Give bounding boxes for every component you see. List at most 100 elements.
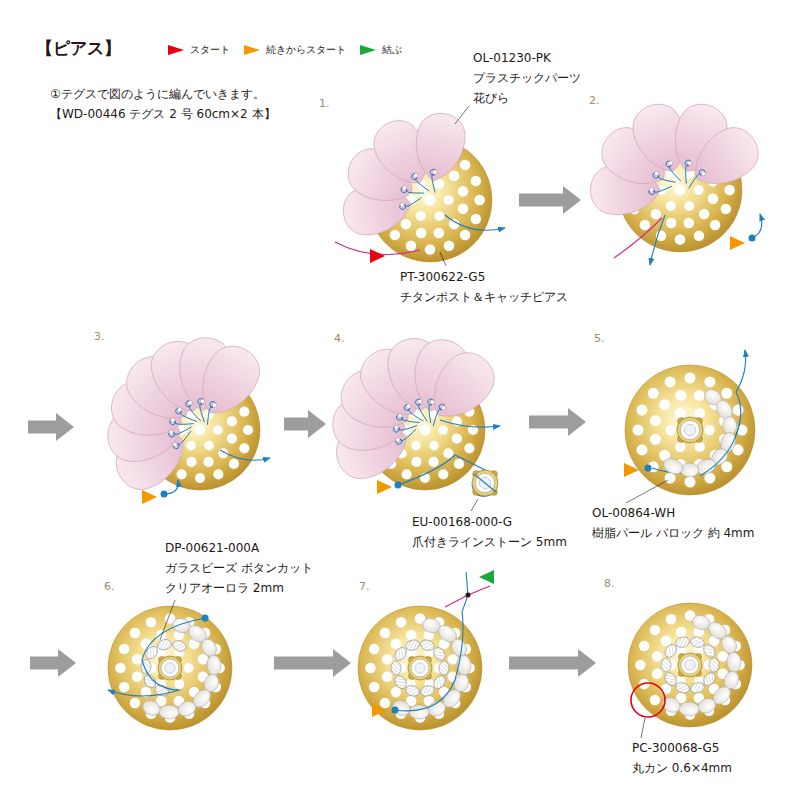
glass-bead (142, 673, 158, 690)
disk-hole (369, 644, 380, 655)
thread (614, 218, 662, 258)
part-label: 樹脂パール バロック 約 4mm (592, 526, 754, 540)
disk-hole (684, 218, 695, 229)
glass-bead-row (661, 635, 719, 694)
disk-hole (177, 469, 187, 479)
thread (685, 160, 690, 184)
thread (445, 586, 490, 607)
disk-hole (438, 469, 448, 479)
disk-hole (434, 211, 444, 221)
start-flag (730, 236, 745, 250)
crystal (681, 656, 699, 674)
glass-bead (661, 658, 671, 672)
knot-dot (202, 615, 209, 622)
crystal (411, 659, 429, 677)
instruction-note: 【WD-00446 テグス 2 号 60cm×2 本】 (50, 107, 276, 121)
disk-hole (733, 405, 744, 416)
pearl (176, 699, 198, 719)
glass-bead (392, 674, 408, 691)
disk-hole (411, 457, 421, 467)
disk-hole (652, 669, 663, 680)
leader-line (455, 106, 469, 124)
disk-hole (146, 617, 157, 628)
disk-hole (710, 220, 721, 231)
disk-hole (425, 244, 436, 255)
leader-line (160, 600, 175, 640)
disk-hole (380, 698, 391, 709)
pearl (679, 702, 699, 716)
disk-hole (708, 194, 719, 205)
thread (395, 572, 468, 711)
disk-hole (721, 204, 732, 215)
rhinestone (677, 417, 703, 443)
disk-hole (438, 425, 448, 435)
knot-dot (395, 482, 402, 489)
flow-arrow (28, 421, 56, 434)
glass-bead (391, 661, 401, 675)
disk-hole (132, 654, 143, 665)
disk-hole (640, 220, 651, 231)
thread (170, 419, 194, 424)
step-number: 3. (94, 330, 105, 343)
knot-dot (645, 465, 652, 472)
rhinestone (158, 656, 182, 680)
disk-hole (195, 473, 205, 483)
disk-hole (401, 219, 412, 230)
petal-hole (394, 425, 398, 429)
glass-bead (701, 642, 717, 659)
disk-hole (416, 211, 426, 221)
step-figure: 8. (600, 575, 765, 735)
thread (428, 399, 433, 423)
disk-hole (382, 672, 393, 683)
disk-hole (666, 201, 676, 211)
disk-hole (213, 469, 223, 479)
disk-hole (474, 195, 485, 206)
disk-hole (695, 408, 705, 418)
thread (445, 215, 505, 230)
flow-arrow (274, 657, 333, 670)
disk-hole (635, 660, 646, 671)
rhinestone (472, 470, 498, 496)
disk-hole (424, 194, 435, 205)
disk-hole (458, 204, 469, 215)
disk-hole (452, 433, 462, 443)
petal-hole (688, 161, 692, 165)
pearl (409, 705, 429, 719)
gold-disk (628, 603, 752, 727)
petal-hole (212, 403, 216, 407)
glass-bead-row (391, 638, 449, 697)
pearl (426, 699, 448, 719)
step-figure: 4. (330, 330, 525, 505)
disk-hole (449, 171, 460, 182)
thread (649, 186, 672, 194)
thread (400, 198, 421, 210)
thread (393, 426, 417, 433)
step-figure: 2. (585, 92, 775, 277)
disk-hole (471, 176, 482, 187)
pearl (680, 463, 698, 477)
glass-bead (662, 671, 678, 688)
petal-hole (430, 400, 434, 404)
knot-dot (392, 707, 399, 714)
part-label: 爪付きラインストーン 5mm (412, 535, 567, 549)
disk-hole (204, 441, 214, 451)
step-figure: 7. (355, 578, 505, 738)
rhinestone (408, 656, 432, 680)
part-label: プラスチックパーツ (473, 71, 581, 85)
pearl-row (660, 613, 741, 716)
disk-hole (648, 388, 659, 399)
gold-disk (625, 365, 755, 495)
step-number: 1. (319, 97, 330, 110)
step-figure: 6. (100, 578, 270, 738)
disk-hole (369, 682, 380, 693)
gold-disk (108, 606, 232, 730)
disk-hole (454, 459, 464, 469)
disk-hole (391, 687, 402, 698)
start-flag (479, 570, 494, 584)
thread (164, 480, 178, 494)
pearl (726, 652, 741, 673)
disk-hole (665, 473, 676, 484)
petal-hole (200, 399, 204, 403)
thread (176, 408, 197, 421)
disk-hole (130, 698, 141, 709)
